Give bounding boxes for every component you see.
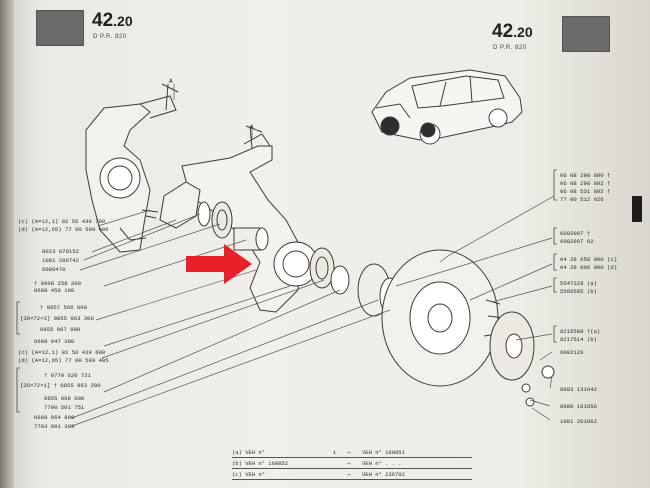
arrow-right-icon: ⇨ [347, 459, 351, 467]
bearing-outer [309, 247, 335, 289]
legend-row: (b) VEH n° 160852 ⇨ VEH n° . . . [232, 458, 472, 469]
bearing-inner [211, 201, 233, 239]
left-label: (c) (A=12,1) 02 56 439 700 [18, 218, 106, 225]
left-label: † 0608 258 200 [34, 280, 81, 287]
left-label: 0608 064 800 [34, 414, 75, 421]
page-number-right: 42.20 [492, 21, 533, 43]
left-label: (c) (A=12,1) 02 56 439 600 [18, 349, 106, 356]
right-label: 04 28 658 000 (c) [560, 256, 618, 263]
right-label: 6082907 † [560, 230, 591, 237]
right-label: 8083 131642 [560, 386, 597, 393]
page-number-left: 42.20 [92, 10, 133, 32]
legend-to: VEH n° . . . [362, 459, 402, 467]
legend-row: (c) VEH n° ⇨ VEH n° 236792 [232, 469, 472, 480]
left-label: 0855 967 900 [40, 326, 81, 333]
left-label: [30×72×3] 0855 963 300 [20, 315, 94, 322]
right-label: 8216588 †(a) [560, 328, 601, 335]
left-label: 0608 458 100 [34, 287, 75, 294]
highlight-arrow [186, 244, 252, 284]
left-label: † 0770 620 721 [44, 372, 91, 379]
legend-num: 1 [332, 448, 336, 456]
dust-shield-plate [159, 181, 201, 229]
right-label: 8080 161056 [560, 403, 597, 410]
right-label: 6082126 [560, 349, 584, 356]
page-number-left-main: 42 [92, 10, 114, 31]
left-label: 0855 968 000 [44, 395, 85, 402]
page-number-right-sub: .20 [513, 24, 533, 40]
page-number-right-main: 42 [492, 21, 514, 42]
book-spine [0, 0, 14, 488]
right-label: 5547328 (a) [560, 280, 597, 287]
page-number-left-sub: .20 [113, 13, 133, 29]
vehicle-number-legend: (a) VEH n° 1 ⇨ VEH n° 160851 (b) VEH n° … [232, 447, 472, 480]
right-label: 06 08 290 802 † [560, 180, 611, 187]
pr-code-right: D P.R. 820 [493, 45, 527, 51]
right-label: 5560585 (b) [560, 288, 597, 295]
left-label: 7703 001 309 [34, 423, 75, 430]
hub-nut [541, 365, 555, 379]
right-label: 77 00 512 026 [560, 196, 604, 203]
left-label: [35×72×1] † 0855 963 200 [20, 382, 101, 389]
left-label: (d) (A=12,65) 77 00 509 495 [18, 357, 109, 364]
arrow-right-icon: ⇨ [347, 470, 351, 478]
legend-to: VEH n° 160851 [362, 448, 405, 456]
right-label: 1081 201062 [560, 418, 597, 425]
left-label: 6080470 [42, 266, 66, 273]
right-label: 04 28 906 000 (d) [560, 264, 618, 271]
left-label: (d) (A=12,65) 77 00 509 496 [18, 226, 109, 233]
legend-key: (c) VEH n° [232, 470, 266, 478]
legend-to: VEH n° 236792 [362, 470, 405, 478]
callout-letter-a-center: A [250, 124, 254, 131]
section-tab-marker [632, 196, 642, 222]
car-illustration [371, 69, 523, 145]
right-label: 06 08 290 800 † [560, 172, 611, 179]
seal-ring [330, 265, 350, 295]
arrow-right-icon: ⇨ [347, 448, 351, 456]
left-label: 7700 501 751 [44, 404, 85, 411]
header-thumbnail-right [562, 16, 610, 52]
left-label: 1081 200742 [42, 257, 79, 264]
left-label: 0608 047 300 [34, 338, 75, 345]
leader-lines [71, 84, 555, 427]
left-label: † 0857 566 800 [40, 304, 87, 311]
pr-code-left: D P.R. 820 [93, 34, 127, 40]
legend-row: (a) VEH n° 1 ⇨ VEH n° 160851 [232, 447, 472, 458]
right-label: 6082907 02 [560, 238, 594, 245]
legend-key: (a) VEH n° [232, 448, 266, 456]
header-thumbnail-left [36, 10, 84, 46]
callout-letter-a-left: A [169, 78, 173, 85]
right-label: 8217514 (b) [560, 336, 597, 343]
legend-key: (b) VEH n° 160852 [232, 459, 289, 467]
left-label: 8023 070152 [42, 248, 79, 255]
right-label: 06 08 531 802 † [560, 188, 611, 195]
